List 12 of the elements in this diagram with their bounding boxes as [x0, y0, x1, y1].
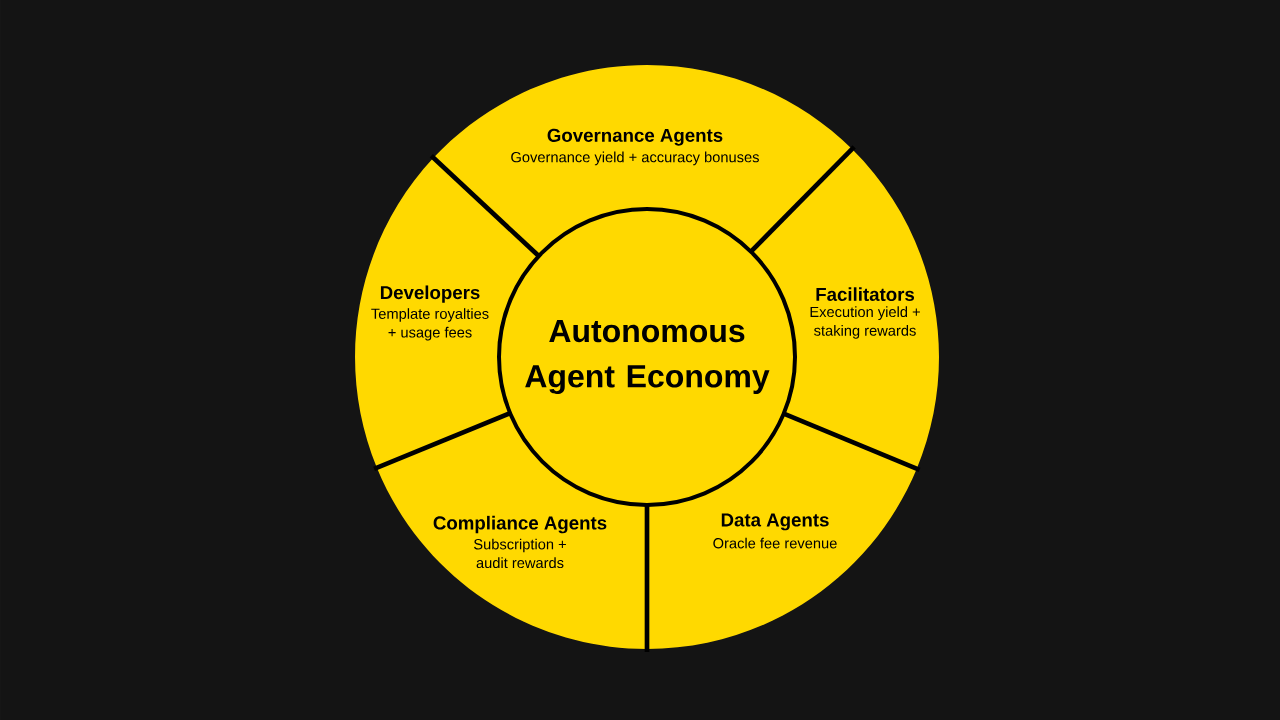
node-label: Governance Agents — [547, 128, 723, 146]
node-label: Compliance Agents — [433, 515, 607, 534]
node-label: Execution yield + staking rewards — [810, 306, 920, 339]
node-label: Facilitators — [816, 287, 915, 302]
node-label: Oracle fee revenue — [713, 537, 837, 549]
node-label: Template royalties + usage fees — [371, 308, 489, 341]
node-label: Data Agents — [721, 513, 829, 531]
segment: Compliance Agents Subscription + audit rewards — [376, 413, 647, 649]
node-label: Subscription + audit rewards — [474, 538, 566, 569]
segment: Governance Agents Governance yield + accuracy bonuses — [433, 65, 853, 257]
segment: Data Agents Oracle fee revenue — [647, 413, 917, 649]
node-label: Developers — [380, 285, 480, 303]
